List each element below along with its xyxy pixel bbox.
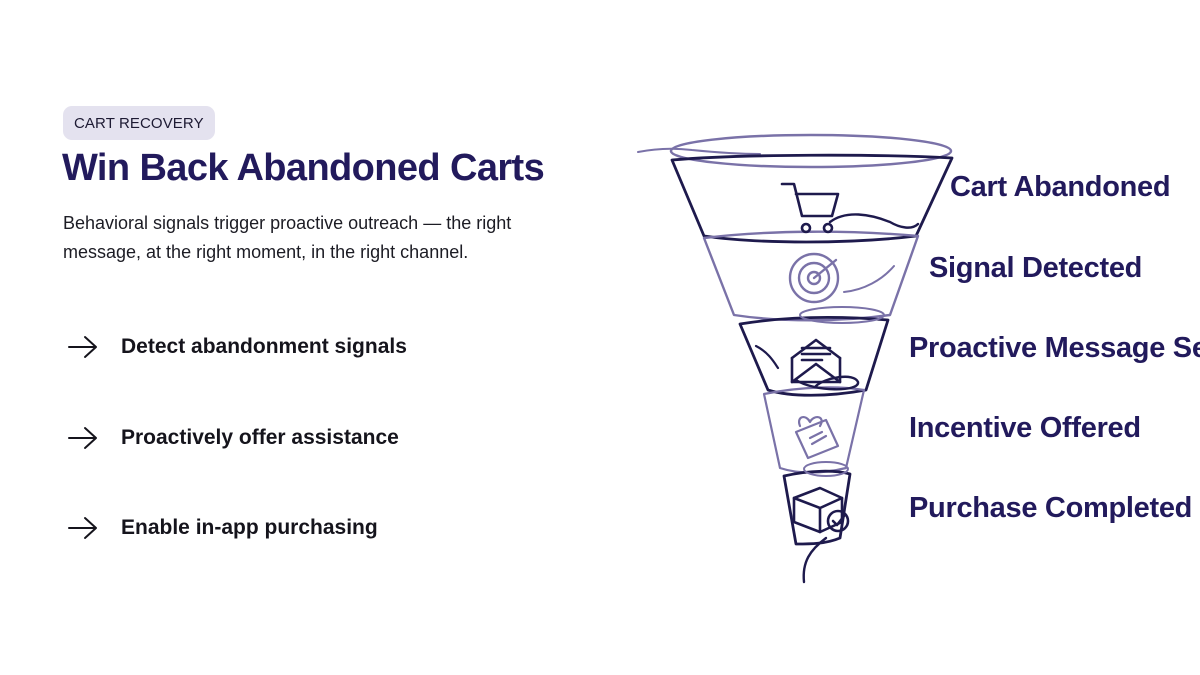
funnel-diagram [637, 133, 954, 584]
bullet-label: Proactively offer assistance [121, 426, 399, 449]
bullet-label: Enable in-app purchasing [121, 516, 378, 539]
funnel-flow-line [843, 265, 895, 293]
category-tag: CART RECOVERY [63, 106, 215, 140]
bullet-label: Detect abandonment signals [121, 335, 407, 358]
funnel-stage-cart-abandoned: Cart Abandoned [950, 171, 1171, 203]
shopping-cart-icon [780, 182, 840, 234]
funnel-tier-1 [670, 153, 954, 244]
arrow-right-icon [68, 517, 97, 539]
funnel-tier-2 [702, 230, 920, 322]
package-check-icon [792, 486, 850, 534]
funnel-flow-line [794, 375, 860, 391]
funnel-tier-3 [738, 315, 890, 397]
page-title: Win Back Abandoned Carts [62, 147, 545, 189]
funnel-spout [802, 536, 828, 584]
funnel-stage-signal-detected: Signal Detected [929, 252, 1143, 284]
bullet-item-purchase: Enable in-app purchasing [66, 512, 378, 544]
funnel-rim [669, 133, 953, 169]
funnel-flow-line [828, 213, 920, 229]
funnel-flow-line [754, 344, 780, 370]
gift-tag-icon [794, 416, 840, 460]
arrow-right-icon [68, 336, 97, 358]
page-subtitle: Behavioral signals trigger proactive out… [63, 213, 512, 262]
arrow-right-icon [68, 427, 97, 449]
funnel-tier-4 [762, 386, 866, 474]
envelope-icon [790, 338, 842, 384]
funnel-flow-loop [803, 461, 849, 477]
target-icon [788, 252, 840, 304]
category-tag-label: CART RECOVERY [74, 114, 204, 132]
bullet-item-assist: Proactively offer assistance [66, 422, 399, 454]
funnel-stage-incentive-offered: Incentive Offered [909, 412, 1141, 444]
funnel-stage-message-sent: Proactive Message Sent [909, 332, 1200, 364]
funnel-rim-tail [637, 147, 761, 155]
bullet-item-detect: Detect abandonment signals [66, 331, 407, 363]
funnel-stage-purchase-completed: Purchase Completed [909, 492, 1193, 524]
funnel-flow-loop [799, 306, 885, 324]
